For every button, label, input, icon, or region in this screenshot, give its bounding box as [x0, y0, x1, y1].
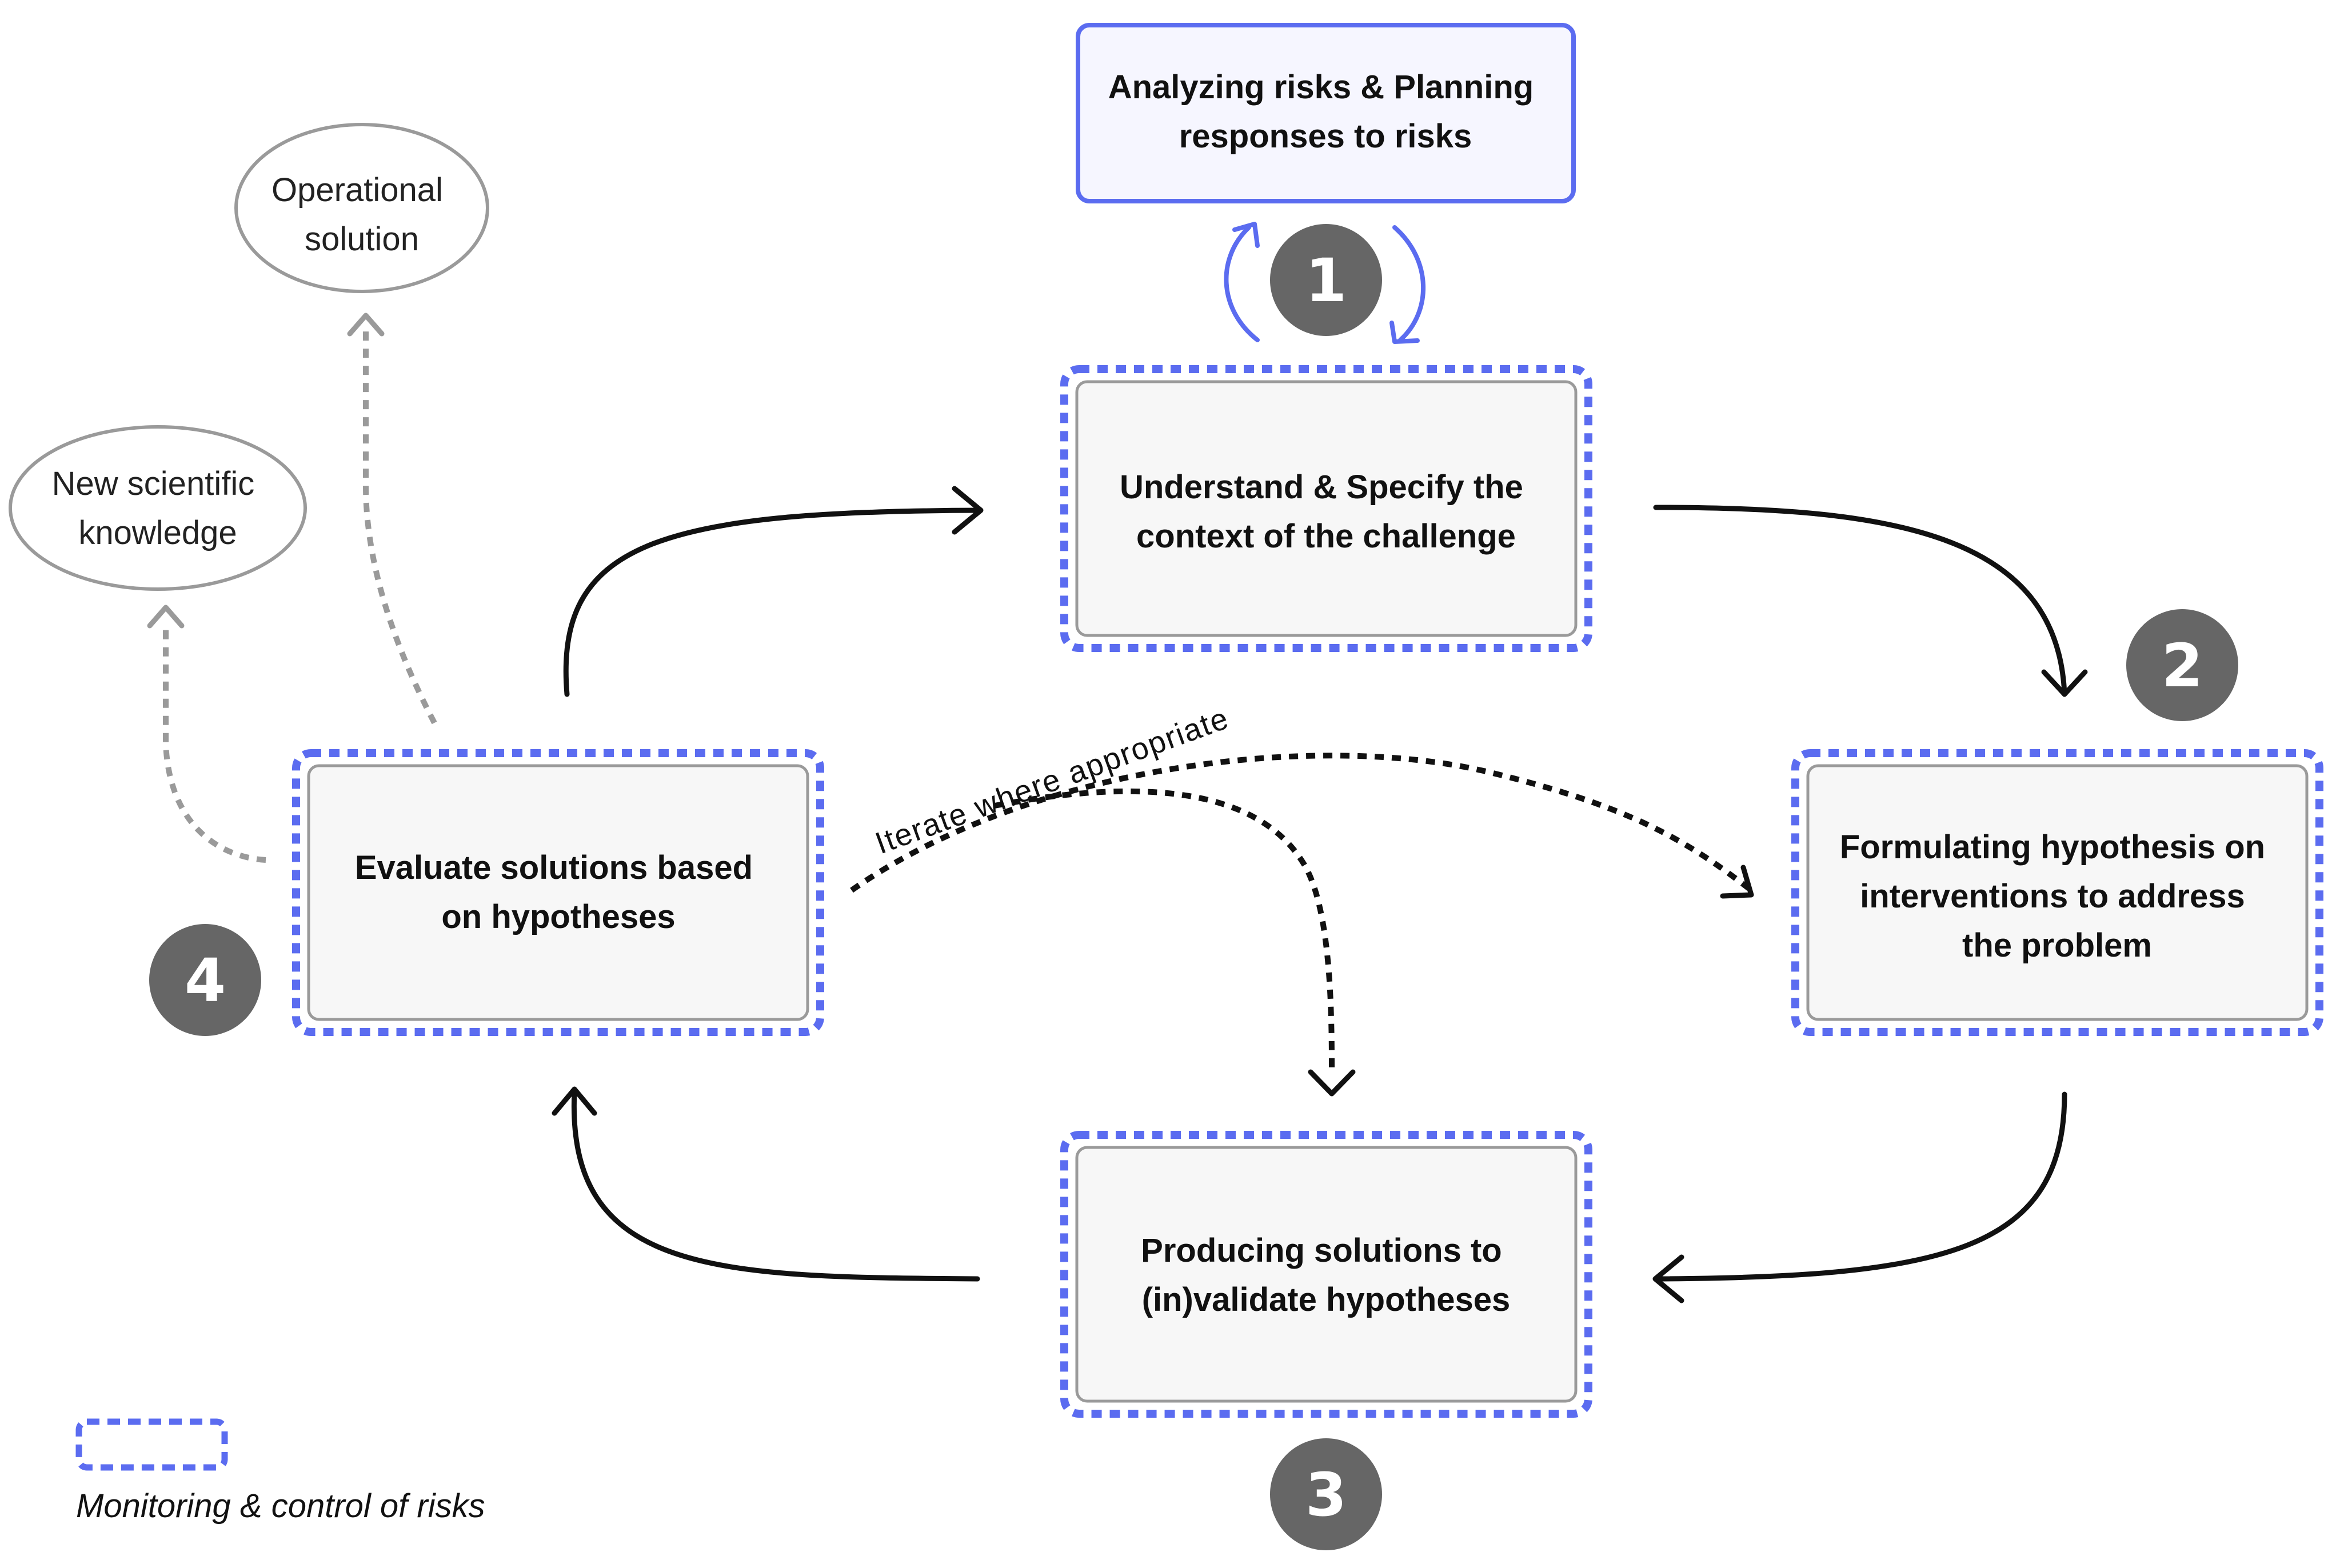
formulating-box: Formulating hypothesis on interventions … [1791, 749, 2323, 1036]
operational-solution-label: Operational solution [271, 171, 452, 258]
evaluate-label: Evaluate solutions based on hypotheses [355, 849, 762, 935]
risk-cycle-arrows [1224, 222, 1425, 344]
iterate-arrow-to-producing-head [1308, 1069, 1356, 1097]
operational-line-1: Operational [271, 171, 443, 209]
legend-label: Monitoring & control of risks [76, 1487, 485, 1525]
understand-box: Understand & Specify the context of the … [1060, 365, 1592, 652]
legend-swatch [75, 1418, 228, 1471]
producing-line-1: Producing solutions to [1141, 1232, 1502, 1269]
arrow-to-scientific-head [147, 605, 185, 629]
iterate-arrow-heads [1308, 865, 1754, 1097]
arrow-producing-to-evaluate-head [552, 1086, 597, 1116]
arrow-evaluate-to-understand [563, 507, 981, 697]
risks-planning-line-1: Analyzing risks & Planning [1108, 69, 1534, 106]
outcome-arrow-heads [147, 313, 385, 629]
producing-line-2: (in)validate hypotheses [1142, 1281, 1511, 1318]
arrow-formulating-to-producing-head [1652, 1254, 1684, 1303]
risks-planning-box: Analyzing risks & Planning responses to … [1076, 23, 1576, 203]
formulating-line-2: interventions to address [1860, 878, 2245, 915]
iterate-arrows [850, 753, 1751, 1075]
formulating-label: Formulating hypothesis on interventions … [1840, 829, 2274, 964]
understand-line-2: context of the challenge [1136, 518, 1516, 555]
evaluate-line-2: on hypotheses [441, 898, 675, 935]
step-badge-1-number: 1 [1305, 246, 1347, 315]
arrow-producing-to-evaluate [571, 1089, 980, 1282]
formulating-line-3: the problem [1962, 927, 2152, 964]
arrow-understand-to-formulating-head [2041, 669, 2088, 697]
step-badge-2: 2 [2126, 609, 2238, 721]
arrow-to-operational-head [347, 313, 385, 337]
iterate-arrow-to-formulating [850, 753, 1751, 893]
arrow-formulating-to-producing [1655, 1091, 2067, 1282]
iterate-arrow-to-producing [994, 788, 1335, 1075]
cycle-arrow-down [1392, 225, 1425, 342]
step-badge-3-number: 3 [1305, 1460, 1347, 1530]
arrow-evaluate-to-understand-head [952, 486, 984, 535]
evaluate-box: Evaluate solutions based on hypotheses [292, 749, 824, 1036]
iterate-label: Iterate where appropriate [871, 701, 1233, 861]
producing-label: Producing solutions to (in)validate hypo… [1141, 1232, 1511, 1318]
arrow-evaluate-to-operational [363, 331, 437, 725]
understand-line-1: Understand & Specify the [1120, 469, 1523, 506]
iterate-arrow-to-formulating-head [1720, 865, 1754, 899]
cycle-arrows [552, 486, 2088, 1303]
step-badge-1: 1 [1270, 224, 1382, 336]
arrow-evaluate-to-scientific [163, 623, 266, 863]
step-badge-2-number: 2 [2162, 631, 2203, 701]
scientific-line-2: knowledge [78, 514, 237, 551]
cycle-arrow-down-head [1389, 321, 1420, 344]
operational-solution-outcome: Operational solution [234, 123, 489, 293]
scientific-knowledge-label: New scientific knowledge [52, 465, 264, 551]
formulating-line-1: Formulating hypothesis on [1840, 829, 2265, 866]
cycle-arrow-up-head [1232, 222, 1260, 248]
producing-box: Producing solutions to (in)validate hypo… [1060, 1131, 1592, 1418]
risks-planning-label: Analyzing risks & Planning responses to … [1108, 69, 1543, 155]
step-badge-4-number: 4 [185, 946, 226, 1015]
step-badge-4: 4 [149, 924, 261, 1036]
scientific-knowledge-outcome: New scientific knowledge [9, 425, 307, 591]
scientific-line-1: New scientific [52, 465, 255, 502]
risks-planning-line-2: responses to risks [1179, 118, 1472, 155]
legend: Monitoring & control of risks [75, 1418, 485, 1525]
step-badge-3: 3 [1270, 1438, 1382, 1550]
cycle-arrow-up [1224, 225, 1260, 342]
evaluate-line-1: Evaluate solutions based [355, 849, 753, 886]
understand-label: Understand & Specify the context of the … [1120, 469, 1532, 555]
arrow-understand-to-formulating [1653, 505, 2067, 697]
operational-line-2: solution [305, 221, 419, 258]
outcome-arrows [163, 331, 437, 863]
